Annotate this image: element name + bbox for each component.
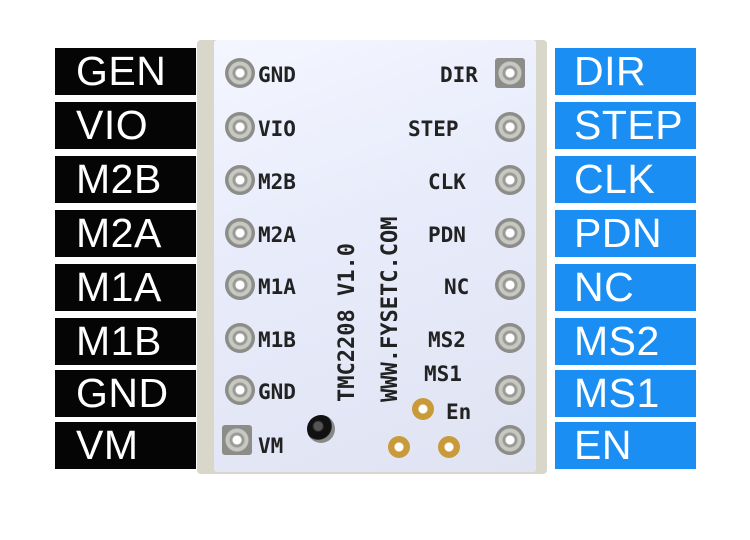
left-label-1: VIO (55, 102, 196, 149)
silk-left-1: VIO (258, 117, 296, 141)
pad-right-1 (495, 112, 525, 142)
silk-right-5: MS2 (428, 328, 466, 352)
mounting-hole (307, 415, 335, 443)
pcb-board (214, 40, 536, 472)
silk-left-2: M2B (258, 170, 296, 194)
left-label-6: GND (55, 370, 196, 417)
silk-right-3: PDN (428, 223, 466, 247)
pad-left-3 (225, 218, 255, 248)
silk-right-1: STEP (408, 117, 459, 141)
silk-left-6: GND (258, 380, 296, 404)
pad-left-4 (225, 270, 255, 300)
left-label-3: M2A (55, 210, 196, 257)
pad-left-7 (222, 425, 252, 455)
left-label-0: GEN (55, 48, 196, 95)
pad-left-1 (225, 112, 255, 142)
right-label-2: CLK (555, 156, 696, 203)
right-label-0: DIR (555, 48, 696, 95)
silk-left-5: M1B (258, 328, 296, 352)
pad-right-4 (495, 270, 525, 300)
gold-pad-top (412, 398, 434, 420)
left-label-2: M2B (55, 156, 196, 203)
model-text: TMC2208 V1.0 (335, 243, 360, 402)
right-label-6: MS1 (555, 370, 696, 417)
silk-left-3: M2A (258, 223, 296, 247)
pad-left-5 (225, 323, 255, 353)
pad-right-3 (495, 218, 525, 248)
silk-right-2: CLK (428, 170, 466, 194)
gold-pad-bottom-left (388, 436, 410, 458)
pad-right-6 (495, 375, 525, 405)
silk-left-0: GND (258, 63, 296, 87)
pad-right-5 (495, 323, 525, 353)
silk-right-6: MS1 (424, 362, 462, 386)
gold-pad-bottom-right (438, 436, 460, 458)
pad-left-0 (225, 58, 255, 88)
right-label-3: PDN (555, 210, 696, 257)
silk-right-0: DIR (440, 63, 478, 87)
left-label-5: M1B (55, 318, 196, 365)
pad-right-7 (495, 425, 525, 455)
pad-right-0 (495, 58, 525, 88)
right-label-7: EN (555, 422, 696, 469)
pad-left-2 (225, 165, 255, 195)
right-label-5: MS2 (555, 318, 696, 365)
silk-right-7: En (446, 400, 472, 424)
silk-right-4: NC (444, 275, 470, 299)
silk-left-7: VM (258, 434, 284, 458)
pad-left-6 (225, 375, 255, 405)
silk-left-4: M1A (258, 275, 296, 299)
left-label-4: M1A (55, 264, 196, 311)
right-label-4: NC (555, 264, 696, 311)
url-text: WWW.FYSETC.COM (378, 216, 403, 402)
left-label-7: VM (55, 422, 196, 469)
pad-right-2 (495, 165, 525, 195)
right-label-1: STEP (555, 102, 696, 149)
